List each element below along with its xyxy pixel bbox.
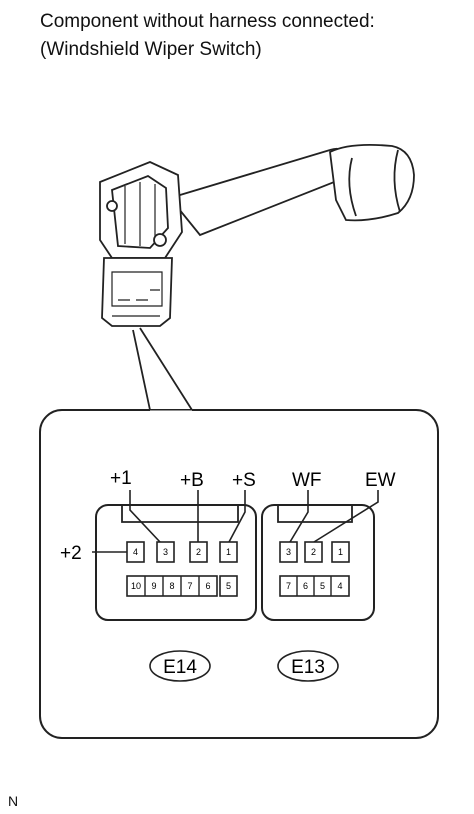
e14-pin-5 [219,575,238,597]
e14-label-plusS: +S [232,470,256,491]
e14-label-plusB: +B [180,470,204,491]
e13-pin-6-label: 6 [303,581,308,591]
e13-pin-5-label: 5 [320,581,325,591]
connector-slots [118,289,160,301]
figure-mark: N [8,793,19,809]
e13-code: E13 [291,657,325,678]
e13-leader-wf [289,490,309,543]
e14-pin-3-label: 3 [163,547,168,557]
knob-ridge [393,149,401,213]
e13-pin-3 [279,541,298,563]
e14-pin-7-label: 7 [187,581,192,591]
e13-label-ew: EW [365,470,396,491]
e14-bottom-block [126,575,218,597]
e13-pin-2-label: 2 [311,547,316,557]
connector-e13: 3 2 1 7 6 5 4 WF EW E13 [261,470,396,682]
title-line-2: (Windshield Wiper Switch) [40,39,262,60]
e13-pin-1-label: 1 [338,547,343,557]
e13-pin-2 [304,541,323,563]
e14-leader-plusS [228,490,246,543]
e14-code: E14 [163,657,197,678]
callout-pointer [132,327,193,411]
e14-pin-10-label: 10 [131,581,141,591]
switch-body-inner [111,174,169,249]
title-line-1: Component without harness connected: [40,11,375,32]
connector-e14: 4 3 2 1 10 9 8 7 6 5 +2 +1 +B +S E14 [60,468,257,682]
e13-pin-4-label: 4 [337,581,342,591]
e13-pin-3-label: 3 [286,547,291,557]
connector-housing [101,257,173,327]
e13-leader-ew [313,490,379,543]
e14-pin-1 [219,541,238,563]
switch-screw [153,233,167,247]
e14-code-badge [149,650,211,682]
e14-pin-4-label: 4 [133,547,138,557]
diagram-title: Component without harness connected: (Wi… [40,8,375,64]
e13-lock-tab [277,505,353,523]
e14-pin-6-label: 6 [205,581,210,591]
e14-pin-9-label: 9 [151,581,156,591]
wiper-switch-illustration [99,143,415,327]
e13-pin-7-label: 7 [286,581,291,591]
e14-pin-5-label: 5 [226,581,231,591]
lever-arm [168,147,354,237]
e14-pin-3 [156,541,175,563]
connector-face [111,271,163,307]
e14-pin-8-label: 8 [169,581,174,591]
e14-label-plus1: +1 [110,468,132,489]
e14-pin-2-label: 2 [196,547,201,557]
e14-leader-plus1 [129,490,161,543]
e13-code-badge [277,650,339,682]
knob-seam [348,157,357,217]
lever-knob [329,143,415,222]
e14-pin-1-label: 1 [226,547,231,557]
e14-lock-tab [121,505,239,523]
e13-label-wf: WF [292,470,322,491]
e14-label-plus2: +2 [60,543,82,564]
switch-body-detail [124,182,156,246]
e13-pin-1 [331,541,350,563]
switch-pivot [106,200,118,212]
